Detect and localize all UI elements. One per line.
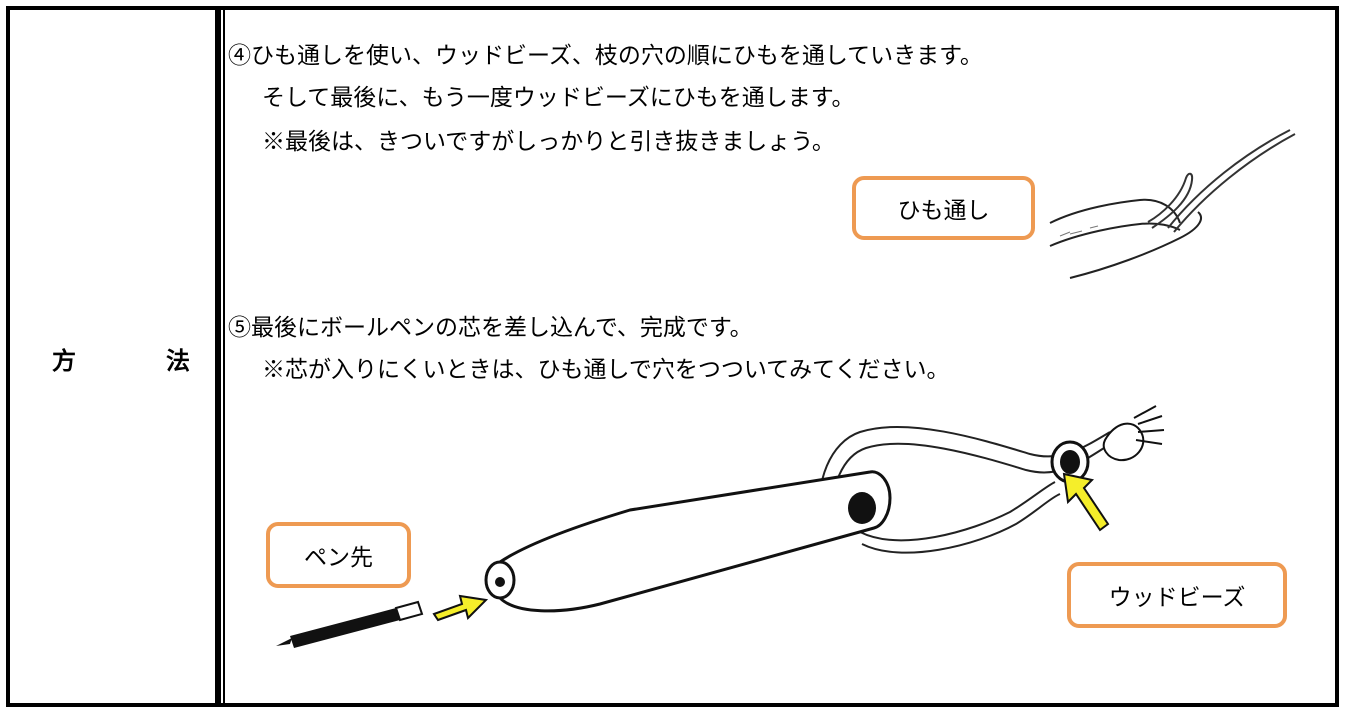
callout-threader: ひも通し xyxy=(852,176,1035,240)
table-border-right xyxy=(1335,6,1339,707)
table-inner-divider xyxy=(223,6,225,707)
step4-line1: ④ひも通しを使い、ウッドビーズ、枝の穴の順にひもを通していきます。 xyxy=(228,43,983,69)
step5-line2: ※芯が入りにくいときは、ひも通しで穴をつついてみてください。 xyxy=(262,357,950,383)
step4-line2: そして最後に、もう一度ウッドビーズにひもを通します。 xyxy=(262,85,855,111)
table-border-bottom xyxy=(6,703,1339,707)
step5-line1: ⑤最後にボールペンの芯を差し込んで、完成です。 xyxy=(228,315,753,341)
bead-pointer-arrow-icon xyxy=(1062,472,1110,532)
table-column-divider xyxy=(215,6,221,707)
pen-tip-pointer-arrow-icon xyxy=(432,594,489,622)
callout-wood-bead: ウッドビーズ xyxy=(1067,562,1287,628)
row-label-right-char: 法 xyxy=(166,347,190,375)
step4-line3: ※最後は、きついですがしっかりと引き抜きましょう。 xyxy=(262,129,835,155)
threader-icon xyxy=(1049,129,1296,279)
table-border-left xyxy=(6,6,10,707)
table-border-top xyxy=(6,6,1339,10)
row-label-left-char: 方 xyxy=(52,347,76,375)
branch-pen-icon xyxy=(484,405,1165,613)
callout-pen-tip: ペン先 xyxy=(266,522,411,588)
pen-refill-icon xyxy=(276,600,424,648)
